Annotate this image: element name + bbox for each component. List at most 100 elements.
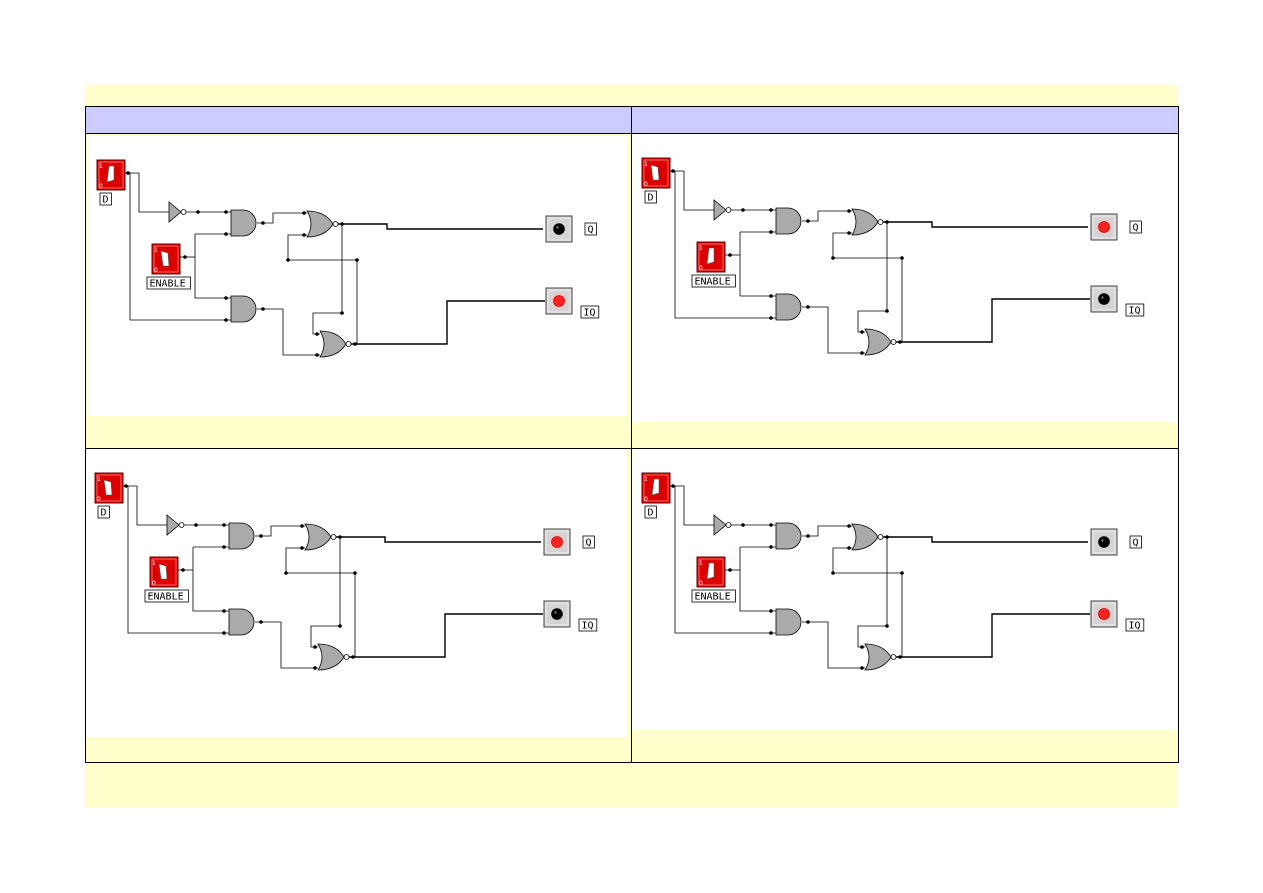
switch-mark-1: 1 [154, 247, 158, 254]
not-bubble [725, 207, 732, 213]
not-gate [168, 201, 182, 223]
junction-dot [222, 609, 226, 613]
label-box [146, 276, 191, 290]
label-box [1125, 303, 1145, 317]
column-header-right [631, 106, 1179, 134]
label-box [580, 305, 600, 319]
wire [285, 547, 305, 573]
wire [312, 224, 343, 335]
switch-bevel [698, 243, 724, 271]
switch-enable: 10 [149, 556, 179, 588]
led-lamp-on [553, 295, 565, 307]
junction-dot [769, 208, 773, 212]
junction-dot [284, 571, 288, 575]
junction-dot [847, 524, 851, 528]
led-highlight [1101, 539, 1104, 542]
wire [857, 537, 888, 648]
junction-dot [224, 296, 228, 300]
junction-dot [224, 318, 228, 322]
led-iq [543, 600, 571, 628]
not-bubble [178, 522, 185, 528]
label-box [1129, 535, 1142, 549]
label-iq: IQ [580, 305, 600, 319]
led-lamp-on [551, 536, 563, 548]
switch-bevel [643, 474, 669, 502]
and-gate [775, 608, 802, 636]
label-text: IQ [1129, 621, 1141, 632]
wire [192, 547, 229, 612]
led-frame [545, 287, 573, 315]
junction-dot [769, 230, 773, 234]
wire [125, 172, 169, 213]
label-d: D [99, 192, 112, 206]
nor-bubble [343, 654, 350, 660]
wire [349, 613, 543, 658]
wire [802, 210, 852, 222]
led-lamp-off [1098, 293, 1110, 305]
junction-dot [222, 631, 226, 635]
label-text: ENABLE [148, 592, 184, 603]
wire [255, 525, 305, 537]
label-q: Q [1129, 220, 1142, 234]
nor-gate [851, 523, 879, 551]
led-bevel [1092, 215, 1116, 239]
switch-mark-0: 0 [154, 267, 158, 274]
switch-lever-up [651, 478, 660, 496]
grid-line-left [85, 106, 86, 763]
switch-d: 10 [94, 472, 124, 504]
label-text: IQ [584, 308, 596, 319]
not-gate [166, 514, 180, 536]
junction-dot [353, 571, 357, 575]
wire [351, 300, 545, 345]
wire [674, 171, 776, 319]
nor-bubble [890, 654, 897, 660]
label-enable: ENABLE [146, 276, 191, 290]
wire [896, 298, 1090, 343]
junction-dot [302, 211, 306, 215]
switch-mark-0: 0 [699, 265, 703, 272]
led-bevel [1092, 287, 1116, 311]
and-gate [228, 522, 255, 550]
nor-gate [864, 328, 892, 356]
junction-dot [769, 631, 773, 635]
label-text: D [103, 195, 109, 206]
switch-bevel [96, 474, 122, 502]
label-d: D [644, 190, 657, 204]
label-box [582, 535, 595, 549]
junction-dot [860, 351, 864, 355]
label-q: Q [584, 222, 597, 236]
switch-enable: 10 [696, 241, 726, 273]
label-q: Q [582, 535, 595, 549]
led-bevel [545, 602, 569, 626]
wire [310, 537, 341, 648]
junction-dot [900, 256, 904, 260]
label-text: D [648, 193, 654, 204]
not-bubble [725, 522, 732, 528]
and-gate [228, 608, 255, 636]
led-bevel [547, 217, 571, 241]
switch-lever-down [650, 164, 660, 181]
wire [857, 222, 888, 333]
and-gate [775, 207, 802, 235]
nor-gate [319, 330, 347, 358]
wire [338, 223, 543, 230]
and-gate [775, 293, 802, 321]
junction-dot [831, 571, 835, 575]
wire [670, 170, 714, 211]
junction-dot [224, 210, 228, 214]
switch-mark-0: 0 [152, 580, 156, 587]
junction-dot [769, 316, 773, 320]
switch-mark-1: 1 [152, 560, 156, 567]
switch-d: 10 [641, 472, 671, 504]
label-enable: ENABLE [144, 589, 189, 603]
label-box [644, 505, 657, 519]
led-q [543, 528, 571, 556]
led-iq [545, 287, 573, 315]
junction-dot [885, 309, 889, 313]
wire [123, 485, 167, 526]
led-iq [1090, 600, 1118, 628]
